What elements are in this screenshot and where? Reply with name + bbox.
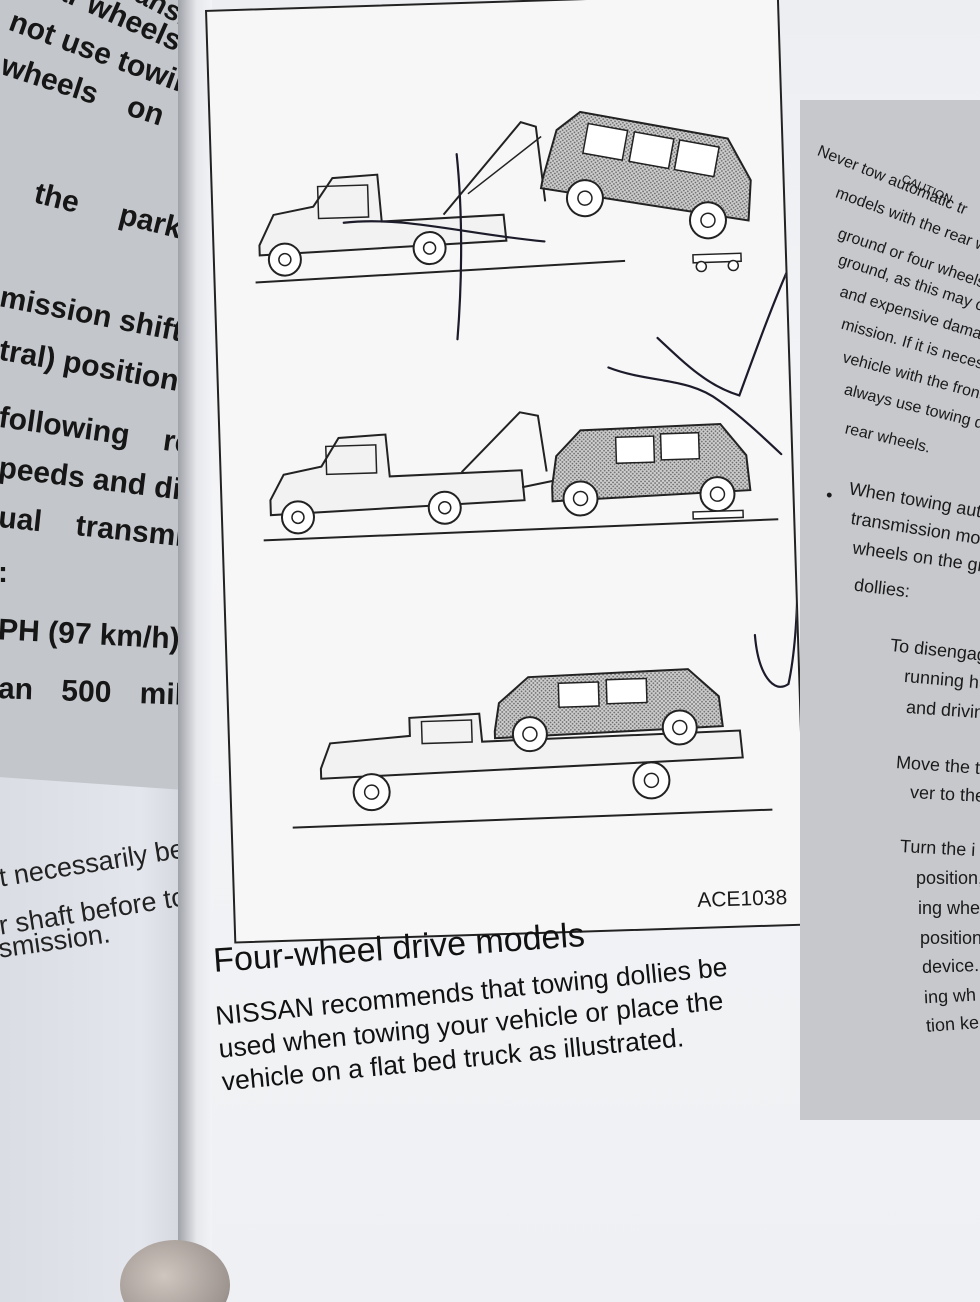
caution-line: device. <box>921 955 980 977</box>
scene-flat-bed <box>292 668 773 829</box>
towing-drawing <box>255 110 800 829</box>
figure-code: ACE1038 <box>696 886 788 912</box>
caution-line: ing whe <box>918 898 980 918</box>
towing-illustration: ACE1038 <box>205 0 809 944</box>
caution-line: ing wh <box>923 984 977 1008</box>
scene-front-lift-dolly <box>263 411 779 542</box>
caution-line: dollies: <box>853 574 912 602</box>
caution-column: CAUTION Never tow automatic tr models wi… <box>800 100 980 1120</box>
caution-line: position <box>920 928 980 948</box>
caution-line: To disengag <box>889 634 980 666</box>
caution-line: rear wheels. <box>843 420 933 457</box>
caution-line: and driving <box>905 696 980 724</box>
caution-line: Move the t <box>895 752 980 778</box>
caution-line: tion ke <box>925 1012 980 1036</box>
book-gutter <box>178 0 212 1302</box>
scene-rear-lift-dolly <box>255 110 752 284</box>
caution-line: running hub <box>903 665 980 695</box>
bullet-dot: • <box>824 484 835 506</box>
left-line: : <box>0 556 8 590</box>
caution-line: Turn the i <box>899 836 976 860</box>
caution-line: ver to the <box>909 782 980 806</box>
caution-line: position, <box>916 868 980 888</box>
